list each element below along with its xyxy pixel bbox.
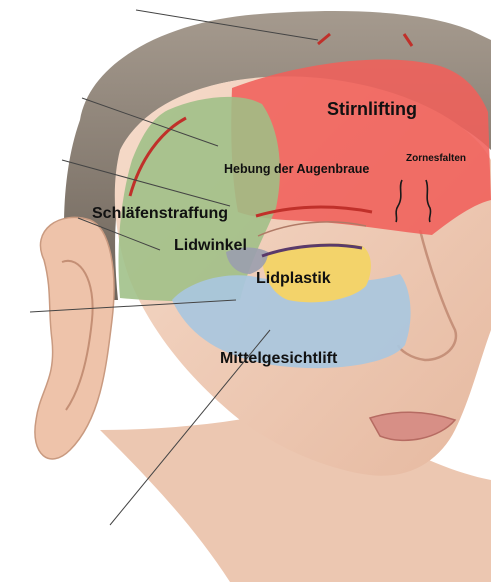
label-zornesfalten: Zornesfalten	[406, 154, 466, 164]
label-lidwinkel: Lidwinkel	[174, 238, 247, 254]
label-lidplastik: Lidplastik	[256, 271, 331, 287]
label-hebung-der-augenbraue: Hebung der Augenbraue	[224, 163, 369, 176]
label-mittelgesichtlift: Mittelgesichtlift	[220, 351, 337, 367]
label-schlaefenstraffung: Schläfenstraffung	[92, 206, 228, 222]
label-stirnlifting: Stirnlifting	[327, 100, 417, 118]
ear	[35, 217, 114, 459]
